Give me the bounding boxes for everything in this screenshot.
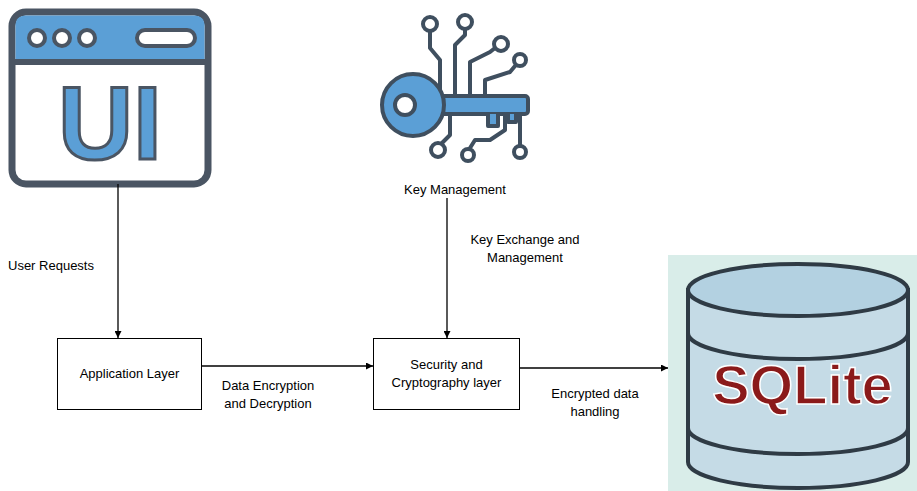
titlebar-divider [14, 59, 206, 65]
node-text: SQLite [712, 357, 892, 413]
window-frame [12, 12, 208, 184]
key-teeth [488, 114, 516, 126]
key-hole [395, 95, 415, 115]
cylinder-band [688, 333, 908, 359]
key-management-icon: Key Management [380, 8, 530, 198]
database-illustration [668, 255, 917, 491]
window-titlebar [16, 16, 205, 63]
key-icon [382, 15, 528, 161]
arrow-connector [117, 184, 118, 338]
circuit-trace [485, 66, 515, 96]
circuit-node [458, 15, 472, 29]
node-text: UI [58, 71, 162, 175]
key-head [382, 74, 444, 136]
circuit-node [423, 17, 437, 31]
database-panel [668, 255, 917, 491]
circuit-trace [455, 30, 465, 96]
circuit-node [494, 37, 508, 51]
cylinder-top [688, 264, 908, 316]
process-box: Security and Cryptography layer [373, 338, 520, 410]
circuit-node [431, 143, 445, 157]
ui-window-icon: UI [12, 12, 208, 184]
circuit-node [514, 54, 526, 66]
edge-label: Key Exchange and Management [455, 231, 595, 266]
window-dot [54, 30, 70, 46]
edge-label: Encrypted data handling [545, 385, 645, 420]
cylinder-band [688, 428, 908, 454]
circuit-trace [442, 114, 450, 143]
window-dot [79, 30, 95, 46]
process-box: Application Layer [57, 338, 202, 410]
database-cylinder: SQLite [668, 255, 917, 491]
window-pill [137, 30, 195, 46]
circuit-node [462, 149, 474, 161]
edge-label: User Requests [8, 257, 94, 275]
arrow-connector [520, 367, 668, 368]
arrow-connector [202, 365, 373, 366]
edge-label: Data Encryption and Decryption [216, 377, 320, 412]
cylinder-body [688, 290, 908, 488]
ui-window-icon [12, 12, 208, 184]
node-text: Security and Cryptography layer [382, 356, 511, 391]
node-text: Key Management [404, 182, 506, 198]
circuit-trace [470, 48, 495, 96]
key-shaft [436, 96, 528, 114]
circuit-trace [518, 114, 522, 145]
node-text: Application Layer [80, 365, 180, 383]
circuit-node [514, 146, 526, 158]
window-dot [29, 30, 45, 46]
arrow-connector [446, 198, 447, 338]
